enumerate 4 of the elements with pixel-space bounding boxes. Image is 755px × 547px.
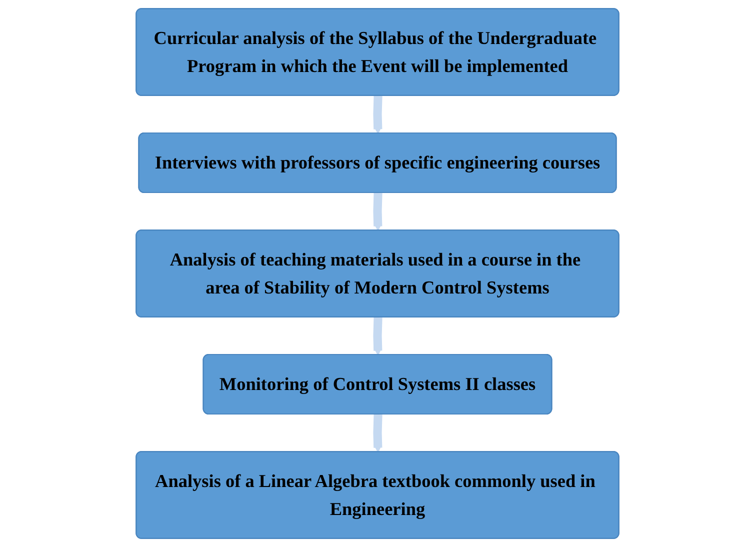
arrow bbox=[373, 96, 383, 134]
arrow bbox=[373, 414, 383, 452]
arrow bbox=[373, 192, 383, 232]
arrow bbox=[373, 317, 383, 356]
